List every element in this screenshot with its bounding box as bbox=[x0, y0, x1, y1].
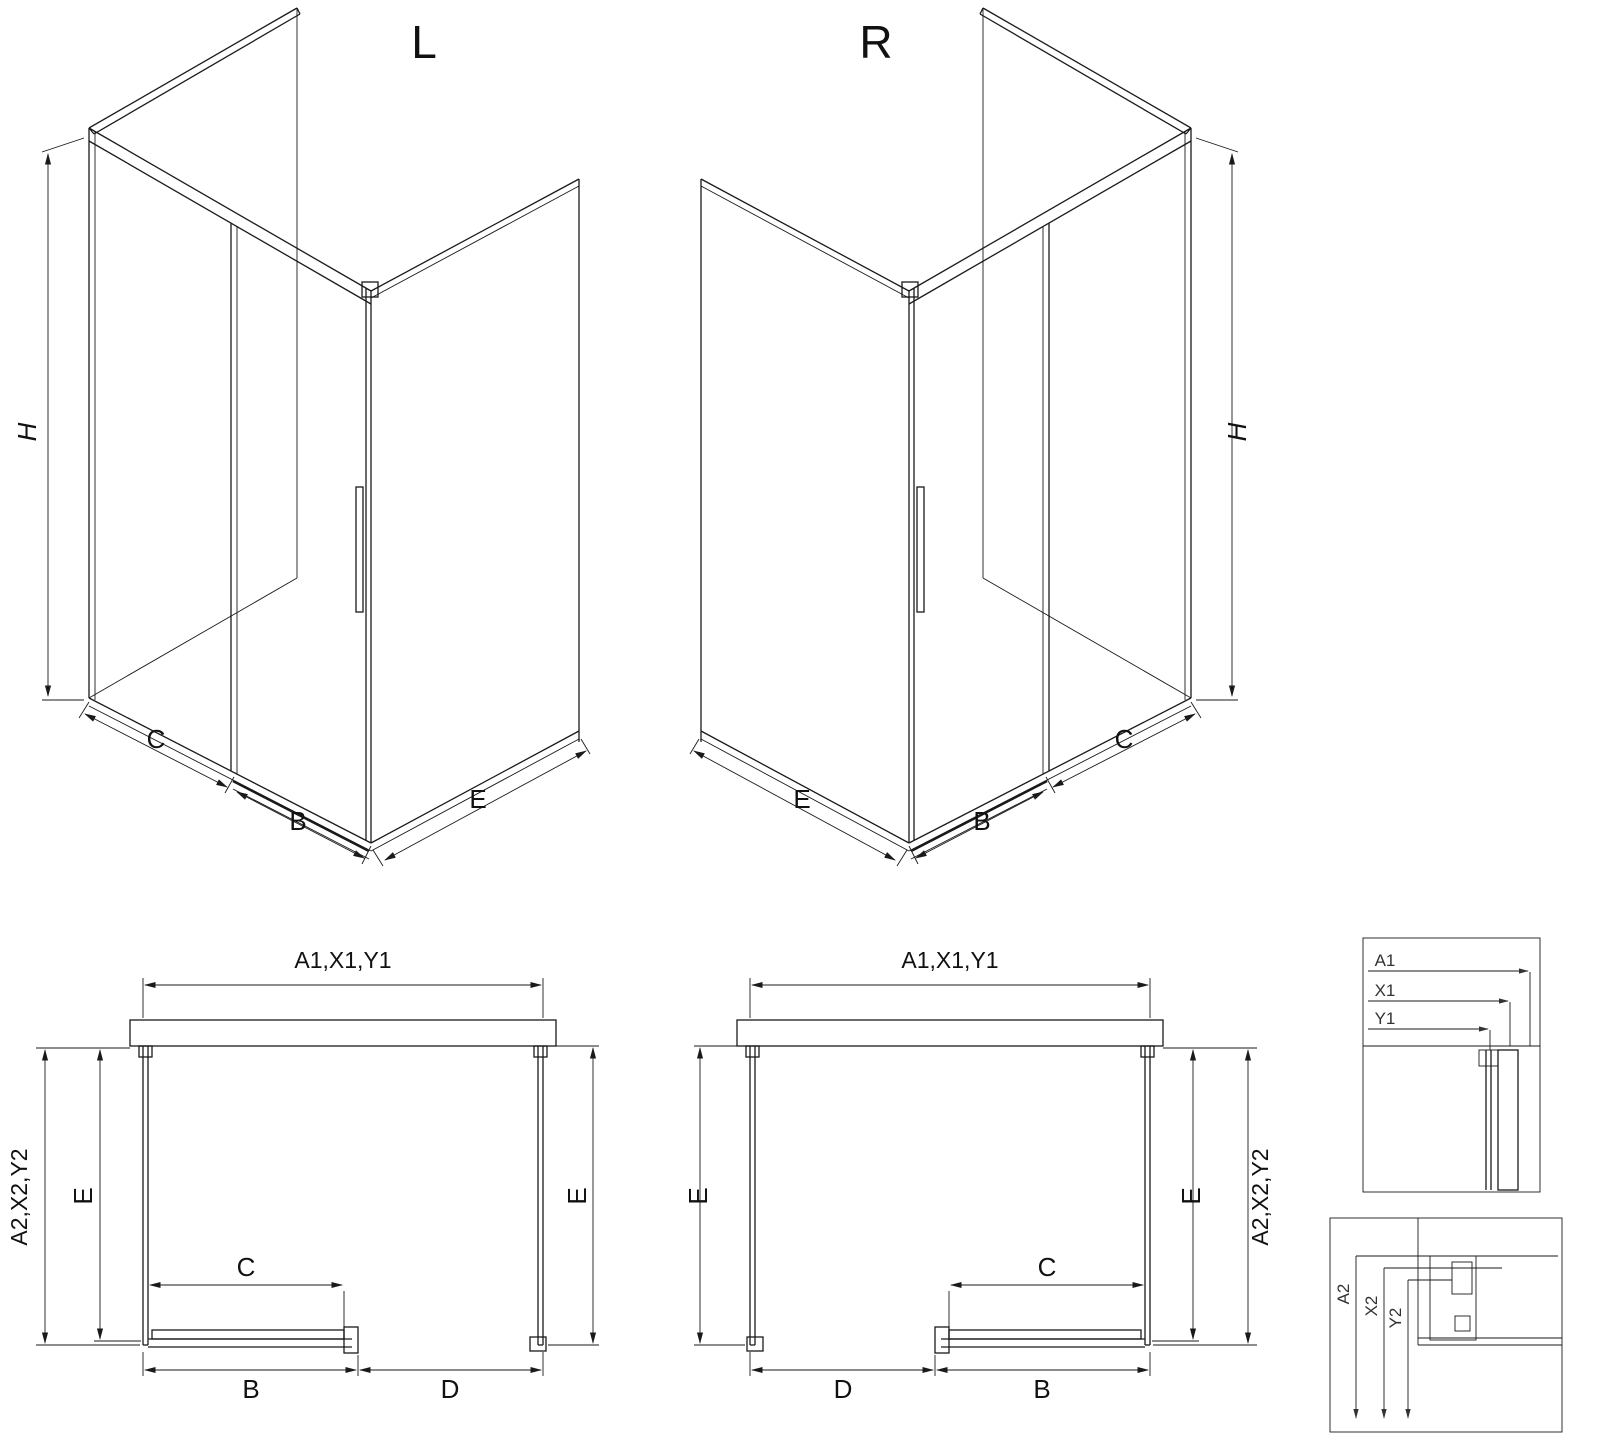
detail-bottom-label-x2: X2 bbox=[1362, 1296, 1381, 1317]
iso-right-title: R bbox=[859, 16, 892, 68]
iso-left-dim-c: C bbox=[147, 724, 166, 754]
iso-left-dim-b: B bbox=[289, 806, 306, 836]
iso-right-dim-h: H bbox=[1222, 422, 1252, 441]
iso-left-dim-h: H bbox=[12, 422, 42, 441]
plan-left-dim-width: A1,X1,Y1 bbox=[294, 947, 391, 973]
detail-bottom-label-a2: A2 bbox=[1334, 1284, 1353, 1305]
plan-right-dim-b: B bbox=[1033, 1374, 1050, 1404]
iso-left-dim-e: E bbox=[469, 784, 486, 814]
iso-right-dim-b: B bbox=[973, 806, 990, 836]
iso-right-dim-e: E bbox=[793, 784, 810, 814]
plan-right-dim-width: A1,X1,Y1 bbox=[901, 947, 998, 973]
detail-view-wall-profile bbox=[1362, 937, 1541, 1193]
iso-view-left bbox=[42, 8, 590, 866]
plan-left-dim-d: D bbox=[441, 1374, 460, 1404]
iso-view-right bbox=[690, 8, 1238, 866]
detail-top-label-y1: Y1 bbox=[1375, 1009, 1396, 1028]
detail-top-label-a1: A1 bbox=[1375, 951, 1396, 970]
plan-view-left bbox=[36, 978, 599, 1376]
plan-left-dim-e-right: E bbox=[562, 1187, 592, 1204]
plan-right-dim-depth: A2,X2,Y2 bbox=[1247, 1148, 1273, 1245]
plan-left-dim-e-left: E bbox=[68, 1187, 98, 1204]
iso-right-dim-c: C bbox=[1115, 724, 1134, 754]
plan-left-dim-depth: A2,X2,Y2 bbox=[6, 1148, 32, 1245]
detail-top-label-x1: X1 bbox=[1375, 981, 1396, 1000]
plan-right-dim-e-left: E bbox=[683, 1187, 713, 1204]
plan-right-dim-d: D bbox=[834, 1374, 853, 1404]
iso-left-title: L bbox=[411, 16, 437, 68]
detail-view-floor-profile bbox=[1329, 1217, 1563, 1433]
plan-left-dim-c: C bbox=[237, 1252, 256, 1282]
plan-right-dim-c: C bbox=[1038, 1252, 1057, 1282]
detail-bottom-label-y2: Y2 bbox=[1386, 1308, 1405, 1329]
plan-right-dim-e-right: E bbox=[1176, 1187, 1206, 1204]
plan-left-dim-b: B bbox=[242, 1374, 259, 1404]
plan-view-right bbox=[694, 978, 1257, 1376]
